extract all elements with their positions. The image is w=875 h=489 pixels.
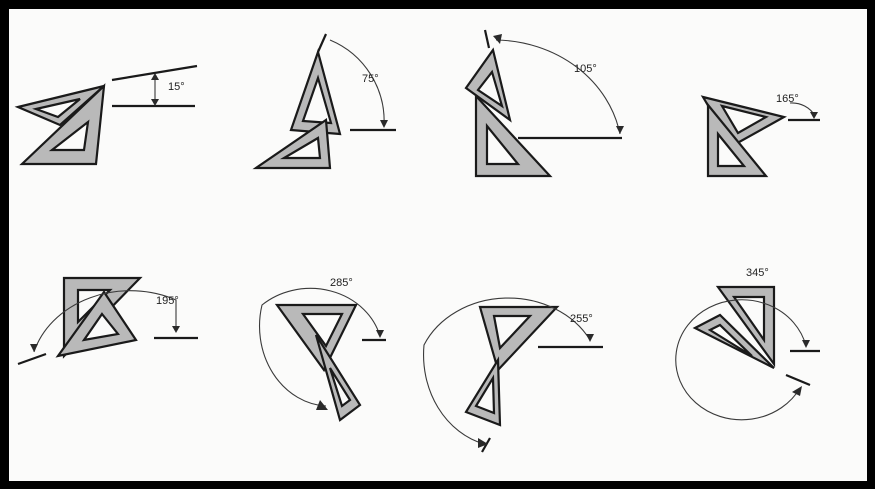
angle-ray <box>785 373 811 387</box>
angle-ray <box>316 33 328 53</box>
figure-285-degrees: 285° <box>258 277 386 422</box>
figure-195-degrees: 195° <box>17 276 198 366</box>
angle-label: 345° <box>746 267 769 279</box>
triangle-cutout <box>328 367 352 408</box>
angle-arc <box>329 39 385 127</box>
angle-label: 165° <box>776 93 799 105</box>
angle-label: 285° <box>330 277 353 289</box>
triangle-cutout <box>731 295 766 344</box>
arrowhead <box>616 126 624 134</box>
angle-arc <box>258 287 381 407</box>
arrowhead <box>172 326 180 333</box>
triangle-cutout <box>707 323 753 357</box>
angle-ray <box>481 437 491 453</box>
triangle-cutout <box>474 374 496 415</box>
triangle-cutout <box>485 122 521 166</box>
angle-label: 15° <box>168 81 185 93</box>
arrowhead <box>151 73 159 80</box>
arrowhead <box>380 120 388 128</box>
angle-label: 195° <box>156 295 179 307</box>
arrowhead <box>493 34 502 44</box>
angle-label: 75° <box>362 73 379 85</box>
angle-arc <box>495 39 621 135</box>
arrowhead <box>151 99 159 106</box>
figure-255-degrees: 255° <box>423 297 603 453</box>
triangle-cutout <box>476 69 504 109</box>
angle-ray <box>483 29 491 49</box>
angle-ray <box>17 352 47 366</box>
triangle-cutout <box>716 130 747 168</box>
triangle-cutout <box>32 97 81 119</box>
figure-345-degrees: 345° <box>675 267 820 421</box>
figure-75-degrees: 75° <box>252 33 396 170</box>
arrowhead <box>802 340 810 348</box>
triangle-cutout <box>300 312 344 349</box>
angle-label: 255° <box>570 313 593 325</box>
angle-arc <box>423 297 591 445</box>
triangle-cutout <box>48 119 90 152</box>
angle-arc <box>33 290 177 353</box>
angle-arc <box>675 299 807 421</box>
arrowhead <box>792 386 802 396</box>
arrowhead <box>30 344 38 352</box>
triangle-cutout <box>719 104 769 135</box>
arrowhead <box>810 112 818 119</box>
figure-15-degrees: 15° <box>14 64 198 166</box>
arrowhead <box>478 438 488 448</box>
figure-105-degrees: 105° <box>464 29 624 178</box>
figure-165-degrees: 165° <box>700 93 820 178</box>
triangle-cutout <box>279 136 322 160</box>
arrowhead <box>316 400 328 410</box>
arrowhead <box>586 334 594 342</box>
angle-label: 105° <box>574 63 597 75</box>
triangle-cutout <box>81 312 121 342</box>
triangle-cutout <box>492 314 533 351</box>
triangle-cutout <box>301 74 333 125</box>
angle-ray <box>111 64 198 82</box>
arrowhead <box>376 330 384 338</box>
